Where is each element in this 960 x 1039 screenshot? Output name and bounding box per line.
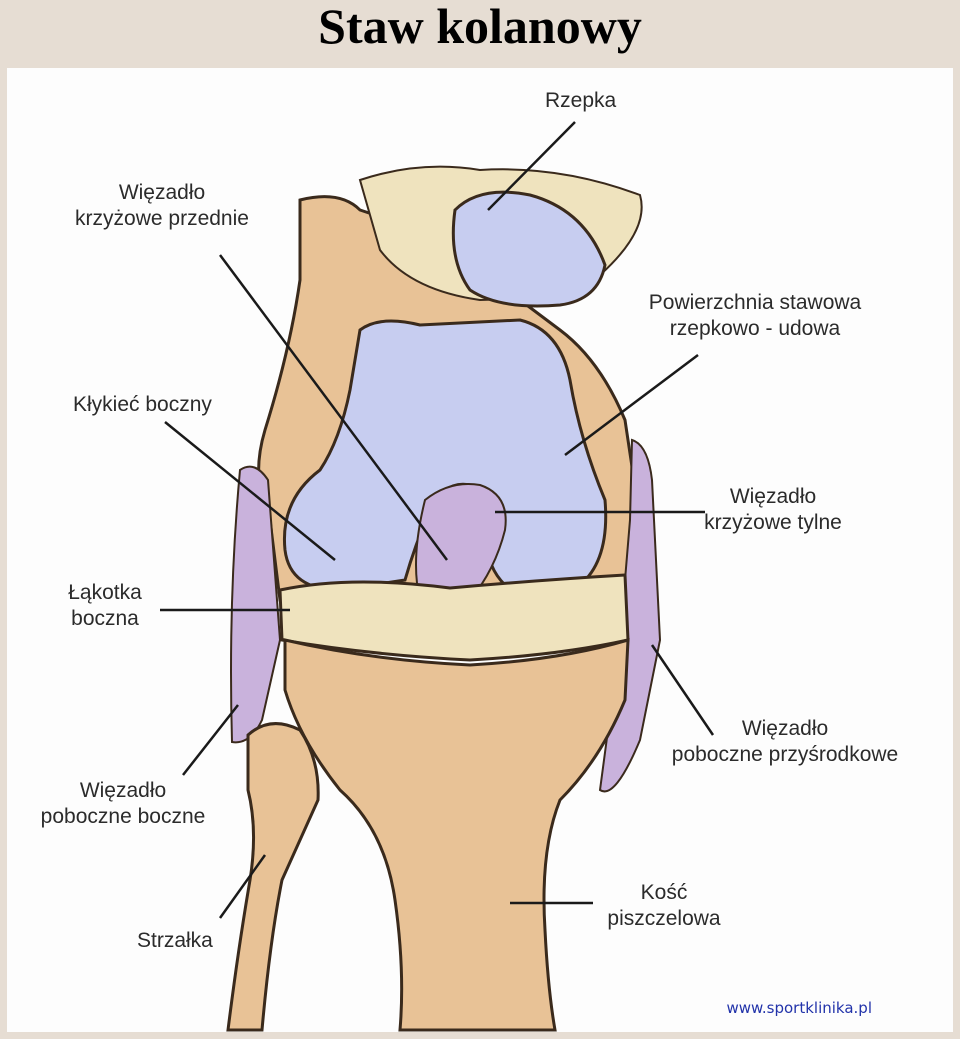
leader-rzepka bbox=[487, 121, 576, 211]
label-mcl: Więzadło poboczne przyśrodkowe bbox=[671, 717, 899, 766]
leader-surface bbox=[564, 354, 699, 456]
label-fibula: Strzałka bbox=[137, 929, 213, 952]
label-articular-surface: Powierzchnia stawowa rzepkowo - udowa bbox=[648, 291, 862, 340]
leader-acl bbox=[218, 254, 449, 561]
patella bbox=[451, 190, 607, 308]
leader-condyle bbox=[164, 421, 336, 561]
leader-fibula bbox=[218, 854, 267, 919]
label-lateral-meniscus: Łąkotka boczna bbox=[68, 581, 142, 630]
label-lateral-condyle: Kłykieć boczny bbox=[73, 393, 212, 416]
label-lcl: Więzadło poboczne boczne bbox=[40, 779, 206, 828]
leader-lcl bbox=[182, 704, 239, 776]
meniscus bbox=[278, 573, 630, 662]
page-title: Staw kolanowy bbox=[318, 0, 642, 54]
label-acl: Więzadło krzyżowe przednie bbox=[75, 181, 249, 230]
cruciate-ligaments bbox=[415, 483, 507, 601]
leader-mcl bbox=[650, 644, 715, 736]
label-rzepka: Rzepka bbox=[545, 89, 617, 112]
label-pcl: Więzadło krzyżowe tylne bbox=[704, 485, 842, 534]
watermark: www.sportklinika.pl bbox=[726, 999, 872, 1017]
leader-lines bbox=[160, 121, 715, 919]
lateral-collateral-ligament bbox=[230, 465, 282, 744]
label-tibia: Kość piszczelowa bbox=[607, 881, 721, 930]
fibula bbox=[226, 722, 320, 1032]
tibia bbox=[283, 637, 630, 1032]
